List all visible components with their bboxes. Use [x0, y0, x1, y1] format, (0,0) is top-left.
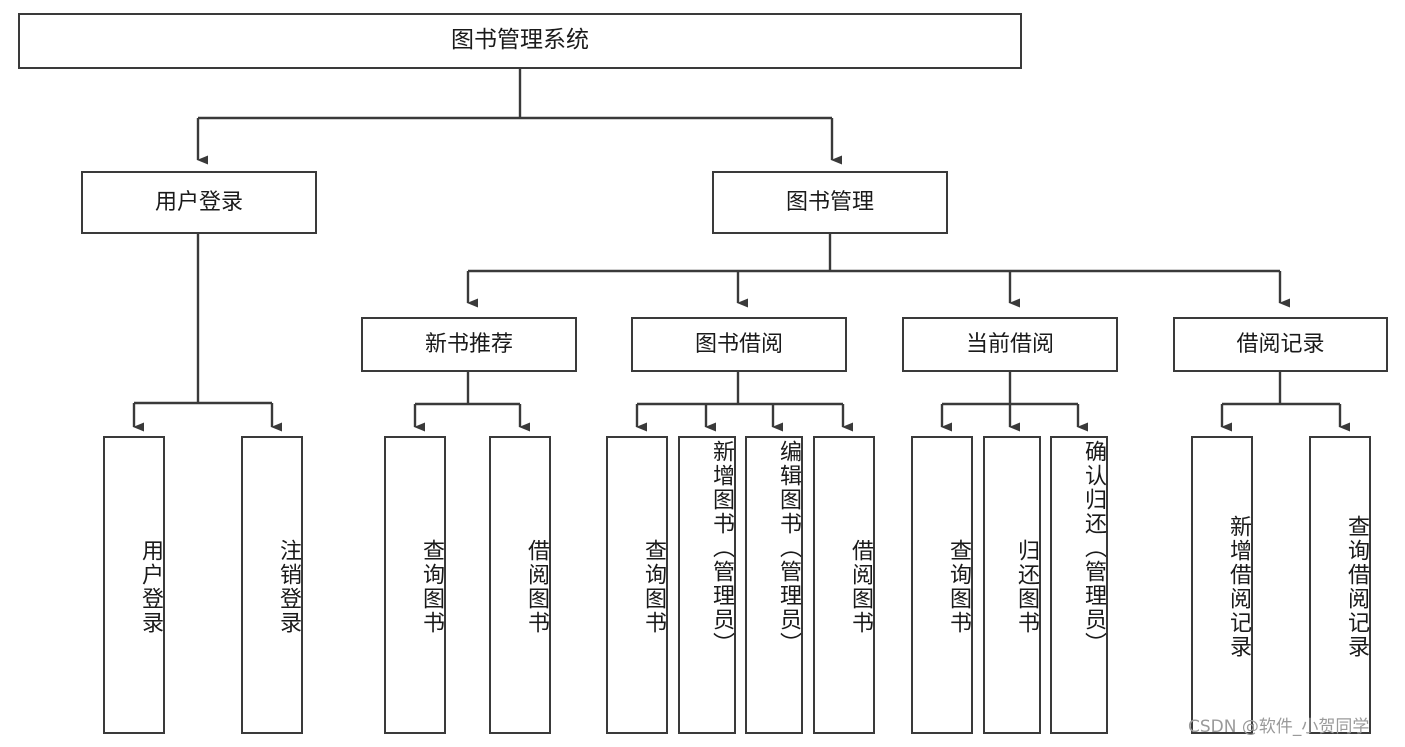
node-label: 借阅图书	[848, 539, 873, 635]
node-label: 新增借阅记录	[1226, 515, 1251, 659]
node-book-borrow[interactable]: 图书借阅	[631, 317, 847, 372]
node-label: 借阅图书	[524, 539, 549, 635]
node-label: 查询借阅记录	[1344, 515, 1369, 659]
leaf-cb-return-book[interactable]: 归还图书	[983, 436, 1041, 734]
node-label: 新增图书（管理员）	[709, 440, 734, 656]
leaf-br-add-record[interactable]: 新增借阅记录	[1191, 436, 1253, 734]
leaf-bb-borrow-book[interactable]: 借阅图书	[813, 436, 875, 734]
node-book-manage[interactable]: 图书管理	[712, 171, 948, 234]
node-label: 查询图书	[419, 539, 444, 635]
leaf-cb-confirm-return-admin[interactable]: 确认归还（管理员）	[1050, 436, 1108, 734]
node-label: 图书管理	[785, 189, 874, 215]
node-label: 用户登录	[138, 539, 163, 635]
node-label: 图书管理系统	[451, 27, 589, 54]
node-label: 借阅记录	[1236, 331, 1325, 357]
leaf-nb-query-book[interactable]: 查询图书	[384, 436, 446, 734]
leaf-nb-borrow-book[interactable]: 借阅图书	[489, 436, 551, 734]
node-label: 查询图书	[641, 539, 666, 635]
leaf-br-query-record[interactable]: 查询借阅记录	[1309, 436, 1371, 734]
leaf-bb-edit-book-admin[interactable]: 编辑图书（管理员）	[745, 436, 803, 734]
node-label: 注销登录	[276, 539, 301, 635]
leaf-bb-query-book[interactable]: 查询图书	[606, 436, 668, 734]
node-new-book-recommend[interactable]: 新书推荐	[361, 317, 577, 372]
node-label: 图书借阅	[694, 331, 783, 357]
node-borrow-record[interactable]: 借阅记录	[1173, 317, 1388, 372]
watermark-text: CSDN @软件_小贺同学	[1188, 717, 1370, 737]
node-label: 编辑图书（管理员）	[776, 440, 801, 656]
leaf-bb-add-book-admin[interactable]: 新增图书（管理员）	[678, 436, 736, 734]
leaf-user-login[interactable]: 用户登录	[103, 436, 165, 734]
node-current-borrow[interactable]: 当前借阅	[902, 317, 1118, 372]
leaf-cb-query-book[interactable]: 查询图书	[911, 436, 973, 734]
node-label: 新书推荐	[424, 331, 513, 357]
node-label: 当前借阅	[965, 331, 1054, 357]
node-label: 用户登录	[154, 189, 243, 215]
node-label: 查询图书	[946, 539, 971, 635]
node-user-login[interactable]: 用户登录	[81, 171, 317, 234]
node-root-system[interactable]: 图书管理系统	[18, 13, 1022, 69]
node-label: 归还图书	[1014, 539, 1039, 635]
leaf-logout[interactable]: 注销登录	[241, 436, 303, 734]
node-label: 确认归还（管理员）	[1081, 440, 1106, 656]
